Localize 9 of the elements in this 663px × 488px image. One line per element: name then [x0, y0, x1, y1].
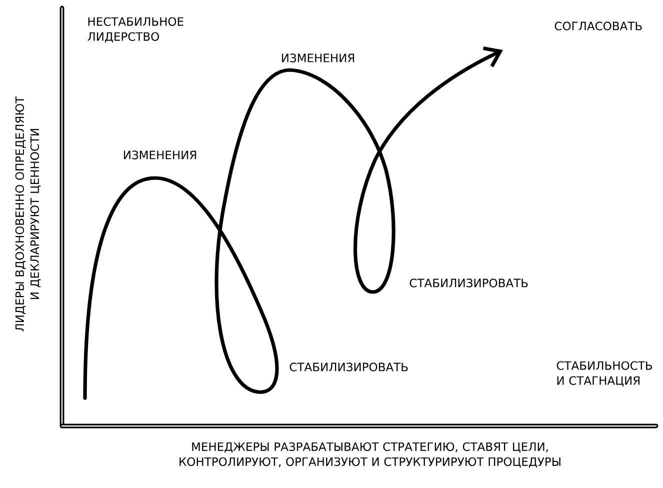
axis-title: МЕНЕДЖЕРЫ РАЗРАБАТЫВАЮТ СТРАТЕГИЮ, СТАВЯТ ЦЕЛИ, КОНТРОЛИРУЮТ, ОРГАНИЗУЮТ И СТРУКТУРИРУЮТ ПРОЦЕДУРЫ [180, 442, 560, 468]
quadrant-label: НЕСТАБИЛЬНОЕ ЛИДЕРСТВО [88, 17, 184, 43]
curve-label: ИЗМЕНЕНИЯ [282, 54, 354, 62]
curve-label: ИЗМЕНЕНИЯ [124, 150, 196, 160]
quadrant-label: СТАБИЛЬНОСТЬ И СТАГНАЦИЯ [556, 361, 652, 387]
axis-title: ЛИДЕРЫ ВДОХНОВЕННО ОПРЕДЕЛЯЮТ И ДЕКЛАРИРУЮТ ЦЕННОСТИ [15, 96, 41, 332]
curve-label: СТАБИЛИЗИРОВАТЬ [290, 362, 408, 372]
curve-label: СТАБИЛИЗИРОВАТЬ [410, 278, 528, 288]
quadrant-label: СОГЛАСОВАТЬ [554, 22, 642, 30]
